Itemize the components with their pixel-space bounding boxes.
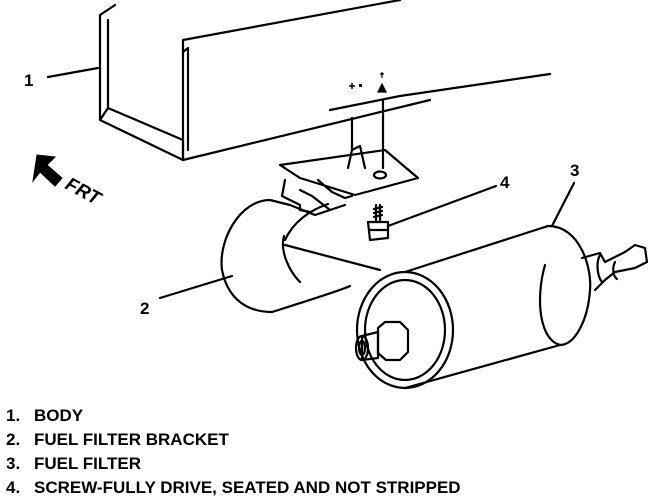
callout-2: 2 [140,299,149,318]
fuel-filter-bracket [220,178,382,314]
front-direction-indicator: FRT [32,154,105,210]
callout-3-leader [550,181,576,228]
alignment-marks [349,72,387,93]
legend-item-screw: 4.SCREW-FULLY DRIVE, SEATED AND NOT STRI… [6,478,461,497]
fuel-filter [354,224,649,390]
fuel-filter-diagram: FRT 1 2 3 4 [24,0,649,390]
front-direction-label: FRT [62,174,105,210]
bracket-flange [278,98,420,197]
parts-legend: 1.BODY 2.FUEL FILTER BRACKET 3.FUEL FILT… [6,404,666,500]
body-frame-rail [98,0,432,162]
front-arrow-icon [32,154,63,187]
callout-1-leader [46,66,100,79]
legend-item-fuel-filter-bracket: 2.FUEL FILTER BRACKET [6,430,229,449]
screw [366,203,390,242]
callout-1: 1 [24,71,33,90]
callout-2-leader [158,274,234,300]
callout-4-leader [386,184,498,228]
legend-item-body: 1.BODY [6,406,84,425]
floor-pan-line [328,72,552,112]
legend-item-fuel-filter: 3.FUEL FILTER [6,454,142,473]
callout-3: 3 [570,161,579,180]
callout-4: 4 [500,173,510,192]
